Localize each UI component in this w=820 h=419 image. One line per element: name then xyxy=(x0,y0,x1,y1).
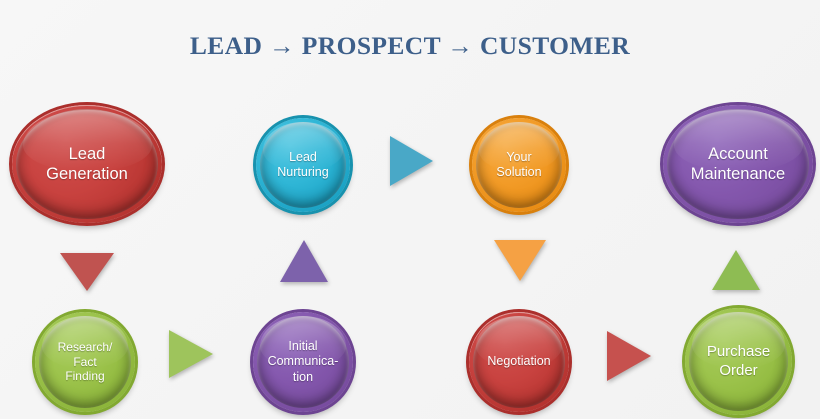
node-lead-nurturing-label: Lead Nurturing xyxy=(277,149,329,179)
node-research-fact-finding[interactable]: Research/ Fact Finding xyxy=(35,312,135,412)
node-lead-generation-label: Lead Generation xyxy=(46,144,128,183)
arrow-down-icon-your-solution-to-negotiation xyxy=(494,240,546,281)
arrow-up-icon-purchase-order-to-account-maintenance xyxy=(712,250,760,290)
node-purchase-order-label: Purchase Order xyxy=(706,343,771,379)
arrow-right-icon-research-to-initial-communication xyxy=(169,330,213,378)
node-account-maintenance[interactable]: Account Maintenance xyxy=(663,105,813,223)
node-your-solution-label: Your Solution xyxy=(496,149,542,179)
arrow-up-icon-initial-communication-to-lead-nurturing xyxy=(280,240,328,282)
node-negotiation[interactable]: Negotiation xyxy=(469,312,569,412)
node-initial-communication[interactable]: Initial Communica- tion xyxy=(253,312,353,412)
node-lead-generation[interactable]: Lead Generation xyxy=(12,105,162,223)
node-your-solution[interactable]: Your Solution xyxy=(472,118,566,212)
node-lead-nurturing[interactable]: Lead Nurturing xyxy=(256,118,350,212)
arrow-right-icon-lead-nurturing-to-your-solution xyxy=(390,136,433,186)
node-negotiation-label: Negotiation xyxy=(487,354,551,369)
node-purchase-order[interactable]: Purchase Order xyxy=(685,308,792,415)
node-initial-communication-label: Initial Communica- tion xyxy=(267,339,339,384)
arrow-down-icon-lead-generation-to-research xyxy=(60,253,114,291)
node-research-fact-finding-label: Research/ Fact Finding xyxy=(57,340,113,384)
arrow-right-icon-negotiation-to-purchase-order xyxy=(607,331,651,381)
node-account-maintenance-label: Account Maintenance xyxy=(690,144,786,183)
page-title: LEAD → PROSPECT → CUSTOMER xyxy=(189,31,631,60)
